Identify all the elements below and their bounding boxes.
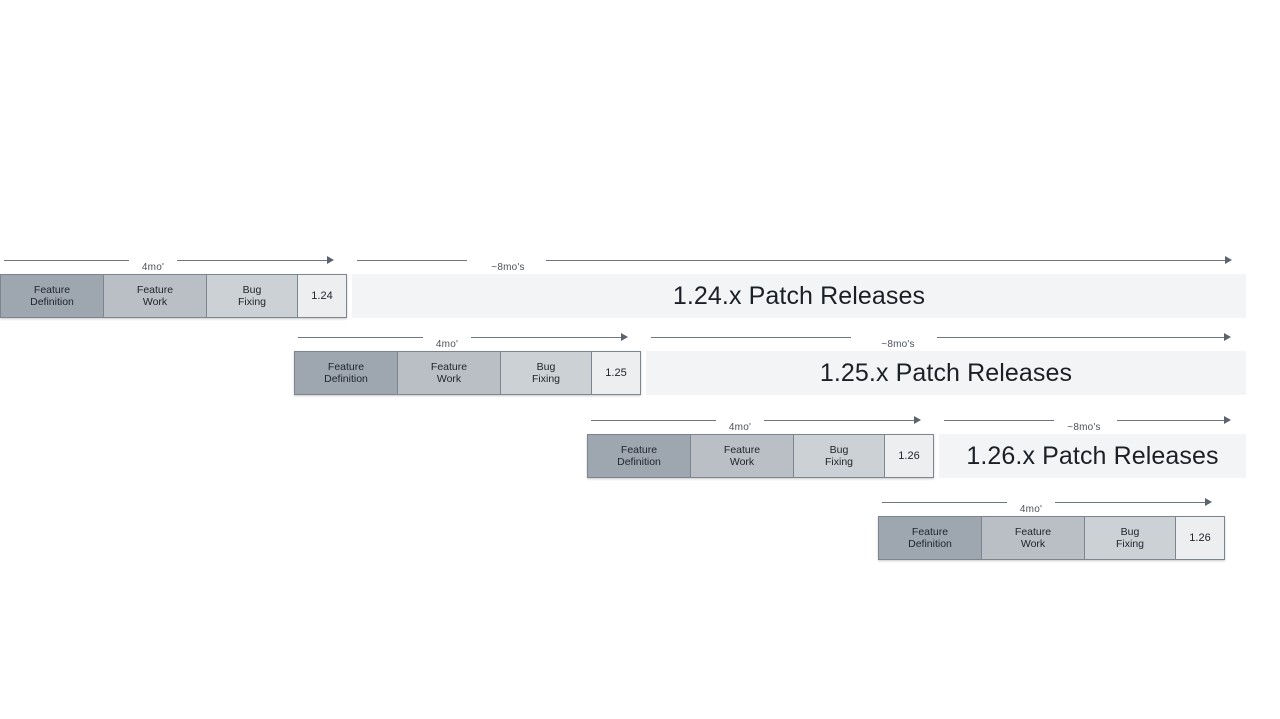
patch-release-label: 1.24.x Patch Releases (672, 281, 926, 310)
phase-bug-fixing[interactable]: Bug Fixing (206, 274, 298, 318)
patch-arrow-left-segment (357, 260, 467, 261)
dev-arrowhead-icon (621, 333, 628, 341)
patch-release-band-1-26: 1.26.x Patch Releases (939, 434, 1246, 478)
release-version-label: 1.26 (898, 449, 920, 462)
phase-label-line1: Feature (723, 443, 761, 456)
patch-arrow-right-segment (1117, 420, 1224, 421)
release-row-1-25: 4mo' ~8mo's Feature Definition Feature W… (294, 325, 1246, 407)
patch-duration-label: ~8mo's (881, 339, 915, 350)
phase-label-line2: Definition (908, 538, 952, 550)
phase-label-line1: Bug (829, 443, 849, 456)
patch-arrow-left-segment (944, 420, 1054, 421)
phase-feature-work[interactable]: Feature Work (981, 516, 1085, 560)
timeline-1-26-next: 4mo' (878, 490, 1230, 516)
phase-group-1-25: Feature Definition Feature Work Bug Fixi… (294, 351, 641, 395)
patch-arrow-right-segment (546, 260, 1225, 261)
release-row-1-24: 4mo' ~8mo's Feature Definition Feature W… (0, 248, 1246, 330)
dev-arrow-left-segment (4, 260, 129, 261)
phase-label-line2: Fixing (531, 373, 560, 385)
patch-duration-label: ~8mo's (1067, 422, 1101, 433)
dev-arrowhead-icon (914, 416, 921, 424)
release-version-label: 1.25 (605, 366, 627, 379)
phase-label-line2: Fixing (1115, 538, 1144, 550)
phase-label-line1: Bug (1120, 525, 1140, 538)
patch-duration-label: ~8mo's (491, 262, 525, 273)
phase-label-line2: Definition (617, 456, 661, 468)
patch-arrowhead-icon (1224, 416, 1231, 424)
dev-duration-label: 4mo' (1019, 504, 1043, 515)
patch-release-label: 1.26.x Patch Releases (966, 441, 1219, 470)
phase-bug-fixing[interactable]: Bug Fixing (500, 351, 592, 395)
phase-label-line2: Work (142, 296, 168, 308)
dev-arrow-right-segment (471, 337, 621, 338)
dev-arrow-right-segment (764, 420, 914, 421)
dev-duration-label: 4mo' (141, 262, 165, 273)
phase-label-line2: Fixing (824, 456, 853, 468)
phase-feature-definition[interactable]: Feature Definition (587, 434, 691, 478)
patch-release-band-1-24: 1.24.x Patch Releases (352, 274, 1246, 318)
dev-arrowhead-icon (327, 256, 334, 264)
patch-arrow-left-segment (651, 337, 851, 338)
phase-label-line2: Definition (324, 373, 368, 385)
dev-arrow-left-segment (882, 502, 1007, 503)
dev-arrowhead-icon (1205, 498, 1212, 506)
patch-arrowhead-icon (1225, 256, 1232, 264)
release-version-box[interactable]: 1.25 (591, 351, 641, 395)
phase-label-line2: Definition (30, 296, 74, 308)
phase-group-1-24: Feature Definition Feature Work Bug Fixi… (0, 274, 347, 318)
phase-label-line2: Fixing (237, 296, 266, 308)
dev-arrow-right-segment (177, 260, 327, 261)
phase-group-1-26-next: Feature Definition Feature Work Bug Fixi… (878, 516, 1225, 560)
timeline-1-26: 4mo' ~8mo's (587, 408, 1246, 434)
phase-label-line1: Feature (136, 283, 174, 296)
dev-arrow-right-segment (1055, 502, 1205, 503)
phase-feature-work[interactable]: Feature Work (690, 434, 794, 478)
phase-feature-definition[interactable]: Feature Definition (0, 274, 104, 318)
phase-bug-fixing[interactable]: Bug Fixing (1084, 516, 1176, 560)
patch-arrowhead-icon (1224, 333, 1231, 341)
release-version-box[interactable]: 1.24 (297, 274, 347, 318)
phase-feature-definition[interactable]: Feature Definition (294, 351, 398, 395)
phase-label-line1: Feature (620, 443, 658, 456)
phase-label-line1: Feature (911, 525, 949, 538)
patch-release-band-1-25: 1.25.x Patch Releases (646, 351, 1246, 395)
dev-duration-label: 4mo' (435, 339, 459, 350)
timeline-1-25: 4mo' ~8mo's (294, 325, 1246, 351)
phase-label-line2: Work (436, 373, 462, 385)
release-version-label: 1.24 (311, 289, 333, 302)
phase-group-1-26: Feature Definition Feature Work Bug Fixi… (587, 434, 934, 478)
release-row-1-26: 4mo' ~8mo's Feature Definition Feature W… (587, 408, 1246, 490)
release-version-box[interactable]: 1.26 (1175, 516, 1225, 560)
phase-label-line1: Feature (430, 360, 468, 373)
dev-arrow-left-segment (591, 420, 716, 421)
phase-feature-definition[interactable]: Feature Definition (878, 516, 982, 560)
phase-label-line1: Feature (33, 283, 71, 296)
patch-arrow-right-segment (937, 337, 1224, 338)
phase-feature-work[interactable]: Feature Work (103, 274, 207, 318)
phase-bug-fixing[interactable]: Bug Fixing (793, 434, 885, 478)
dev-duration-label: 4mo' (728, 422, 752, 433)
phase-label-line2: Work (729, 456, 755, 468)
release-version-label: 1.26 (1189, 531, 1211, 544)
phase-feature-work[interactable]: Feature Work (397, 351, 501, 395)
release-version-box[interactable]: 1.26 (884, 434, 934, 478)
timeline-1-24: 4mo' ~8mo's (0, 248, 1246, 274)
phase-label-line1: Bug (242, 283, 262, 296)
phase-label-line1: Feature (1014, 525, 1052, 538)
phase-label-line1: Bug (536, 360, 556, 373)
phase-label-line2: Work (1020, 538, 1046, 550)
dev-arrow-left-segment (298, 337, 423, 338)
patch-release-label: 1.25.x Patch Releases (819, 358, 1073, 387)
release-row-1-26-next: 4mo' Feature Definition Feature Work Bug… (878, 490, 1230, 572)
phase-label-line1: Feature (327, 360, 365, 373)
